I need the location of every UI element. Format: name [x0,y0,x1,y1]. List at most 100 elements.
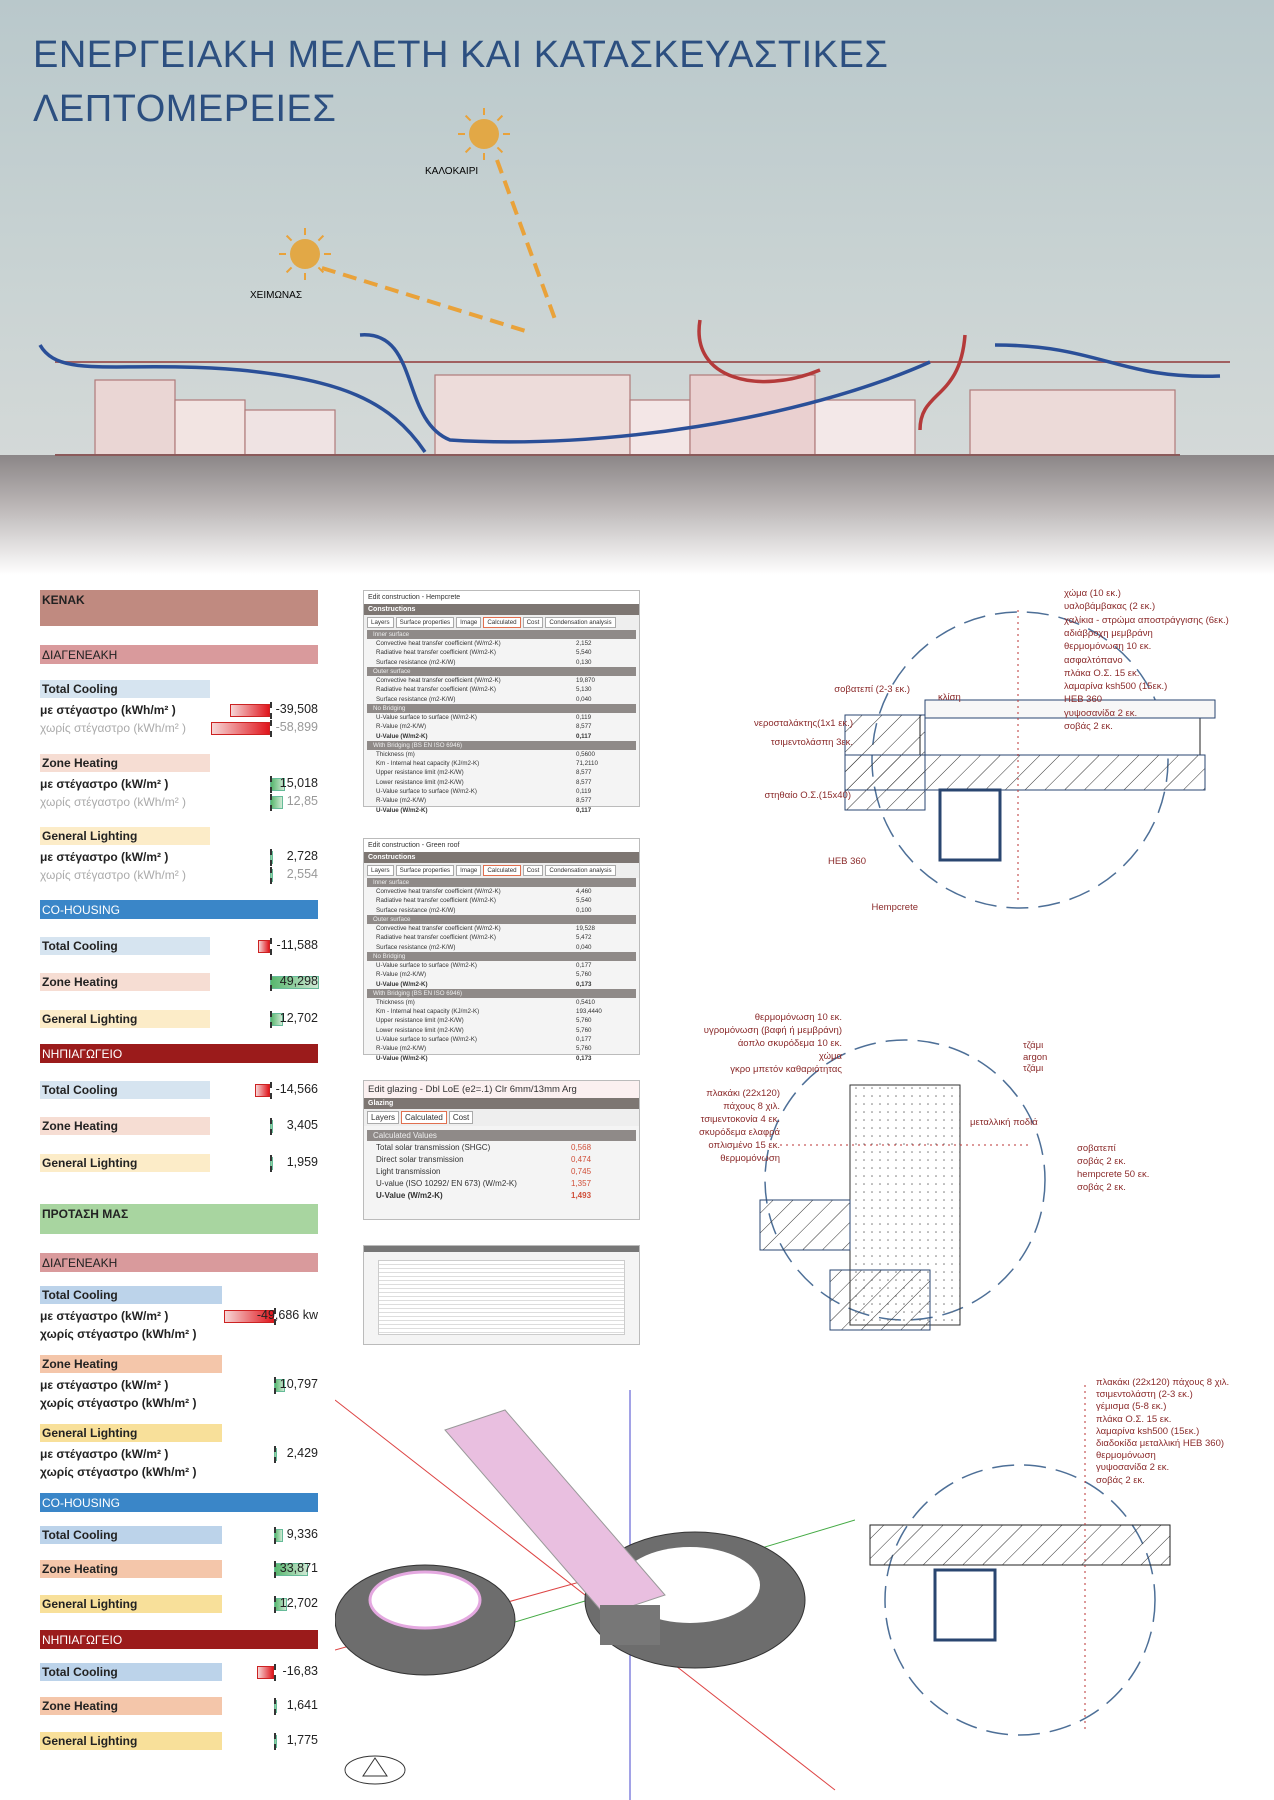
cooling-label: Total Cooling [40,1525,222,1544]
property-row: U-Value (W/m2-K)0,173 [364,1053,639,1062]
property-value: 0,130 [576,658,592,666]
group-header: Outer surface [367,914,636,924]
bar-axis [270,974,272,991]
property-name: R-Value (m2-K/W) [376,1045,427,1053]
property-row: Surface resistance (m2-K/W)0,100 [364,906,639,915]
value: -58,899 [275,720,318,734]
tab-image[interactable]: Image [456,617,482,628]
property-value: 0,474 [571,1154,592,1164]
bar-axis [270,794,272,811]
property-row: Upper resistance limit (m2-K/W)8,577 [364,768,639,777]
floor-layer-label: γέμισμα (5-8 εκ.) [1096,1401,1167,1413]
tab-layers[interactable]: Layers [367,865,394,876]
sun-ray-summer [495,159,558,323]
property-row: R-Value (m2-K/W)8,577 [364,722,639,731]
wall-left-label: πάχους 8 χιλ. [723,1101,780,1112]
property-name: Surface resistance (m2-K/W) [376,695,456,703]
glass-label: τζάμι [1023,1063,1044,1074]
group-header: No Bridging [367,703,636,713]
wall-right-label: σοβάς 2 εκ. [1077,1156,1126,1167]
wall-left-label: οπλισμένο 15 εκ. [708,1140,780,1151]
floor-layer-label: πλάκα Ο.Σ. 15 εκ. [1096,1413,1172,1425]
bar-axis [270,867,272,884]
property-name: Radiative heat transfer coefficient (W/m… [376,686,496,694]
roof-layer-label: αδιάβροχη μεμβράνη [1064,627,1153,639]
property-value: 8,577 [576,797,592,805]
tab-cost[interactable]: Cost [522,617,544,628]
property-row: Lower resistance limit (m2-K/W)5,760 [364,1026,639,1035]
cooling-bar [255,1083,270,1097]
tab-calculated[interactable]: Calculated [483,617,521,628]
property-name: Radiative heat transfer coefficient (W/m… [376,897,496,905]
cohousing-header: CO-HOUSING [40,900,318,919]
wall-top-label: χώμα [818,1051,842,1062]
without-canopy-label: χωρίς στέγαστρο (kWh/m² ) [40,721,187,735]
property-name: R-Value (m2-K/W) [376,797,427,805]
tab-surface-properties[interactable]: Surface properties [395,617,455,628]
property-row: U-Value (W/m2-K)0,117 [364,805,639,814]
glazing-panel: Edit glazing - Dbl LoE (e2=.1) Clr 6mm/1… [363,1080,640,1220]
intergen-header: ΔΙΑΓΕΝΕΑΚΗ [40,1253,318,1272]
tab-condensation-analysis[interactable]: Condensation analysis [545,865,616,876]
property-row: R-Value (m2-K/W) 8,577 [364,796,639,805]
property-row: R-Value (m2-K/W)5,760 [364,970,639,979]
roof-layer-label: θερμομόνωση 10 εκ. [1064,641,1152,653]
tab-layers[interactable]: Layers [367,617,394,628]
property-row: R-Value (m2-K/W)5,760 [364,1044,639,1053]
tab-calculated[interactable]: Calculated [483,865,521,876]
property-name: Light transmission [376,1166,441,1176]
wind-flow-arrows [38,333,1221,453]
tab-image[interactable]: Image [456,865,482,876]
bar-axis [274,1561,276,1578]
value: -39,508 [275,702,318,716]
property-value: 19,870 [576,677,595,685]
roof-left-label: τσιμεντολάσπη 3εκ. [770,737,853,748]
tab-layers[interactable]: Layers [367,1111,400,1124]
value: 1,959 [286,1154,318,1169]
property-name: U-value (ISO 10292/ EN 673) (W/m2-K) [376,1178,517,1188]
bar-axis [274,1732,276,1750]
wall-left-label: πλακάκι (22x120) [706,1088,780,1099]
without-canopy-label: χωρίς στέγαστρο (kWh/m² ) [40,1396,197,1410]
property-row: Upper resistance limit (m2-K/W)5,760 [364,1016,639,1025]
lighting-label: General Lighting [40,1731,222,1750]
property-value: 0,119 [576,788,592,795]
panel-caption: Constructions [364,604,639,615]
roof-left-label: HEB 360 [827,856,866,867]
value: 49,298 [279,974,318,988]
panel-title: Edit construction - Hempcrete [364,591,639,604]
property-name: Direct solar transmission [376,1154,464,1164]
with-canopy-label: με στέγαστρο (kW/m² ) [40,777,169,791]
tab-surface-properties[interactable]: Surface properties [395,865,455,876]
bar-axis [270,849,272,866]
sky-background [0,0,1274,460]
group-header: No Bridging [367,951,636,961]
detail-floor [869,1385,1171,1736]
bar-axis [270,720,272,737]
cooling-label: Total Cooling [40,1080,210,1099]
property-name: Convective heat transfer coefficient (W/… [376,888,501,896]
value: -49,686 kw [256,1308,318,1322]
wall-left-label: σκυρόδεμα ελαφρά [698,1127,780,1138]
sun-ray [317,266,325,274]
bar-axis [270,1081,272,1099]
construction-details [759,610,1216,1736]
property-name: Surface resistance (m2-K/W) [376,658,456,666]
wall-right-label: σοβατεπί [1077,1143,1116,1154]
title-line-2: ΛΕΠΤΟΜΕΡΕΙΕΣ [33,88,337,130]
value: -14,566 [275,1081,318,1096]
slope-label: κλίση [938,692,961,703]
tab-condensation-analysis[interactable]: Condensation analysis [545,617,616,628]
property-row: Convective heat transfer coefficient (W/… [364,924,639,933]
tab-cost[interactable]: Cost [448,1111,474,1124]
property-row: U-Value surface to surface (W/m2-K)0,119 [364,713,639,722]
property-value: 0,177 [576,961,592,969]
tab-calculated[interactable]: Calculated [401,1111,447,1124]
hot-air-arrows [697,319,967,431]
bar-axis [274,1446,276,1463]
property-value: 5,130 [576,686,592,694]
property-row: Convective heat transfer coefficient (W/… [364,639,639,648]
property-row: Direct solar transmission 0,474 [364,1153,639,1165]
tab-cost[interactable]: Cost [522,865,544,876]
property-name: Surface resistance (m2-K/W) [376,943,456,951]
